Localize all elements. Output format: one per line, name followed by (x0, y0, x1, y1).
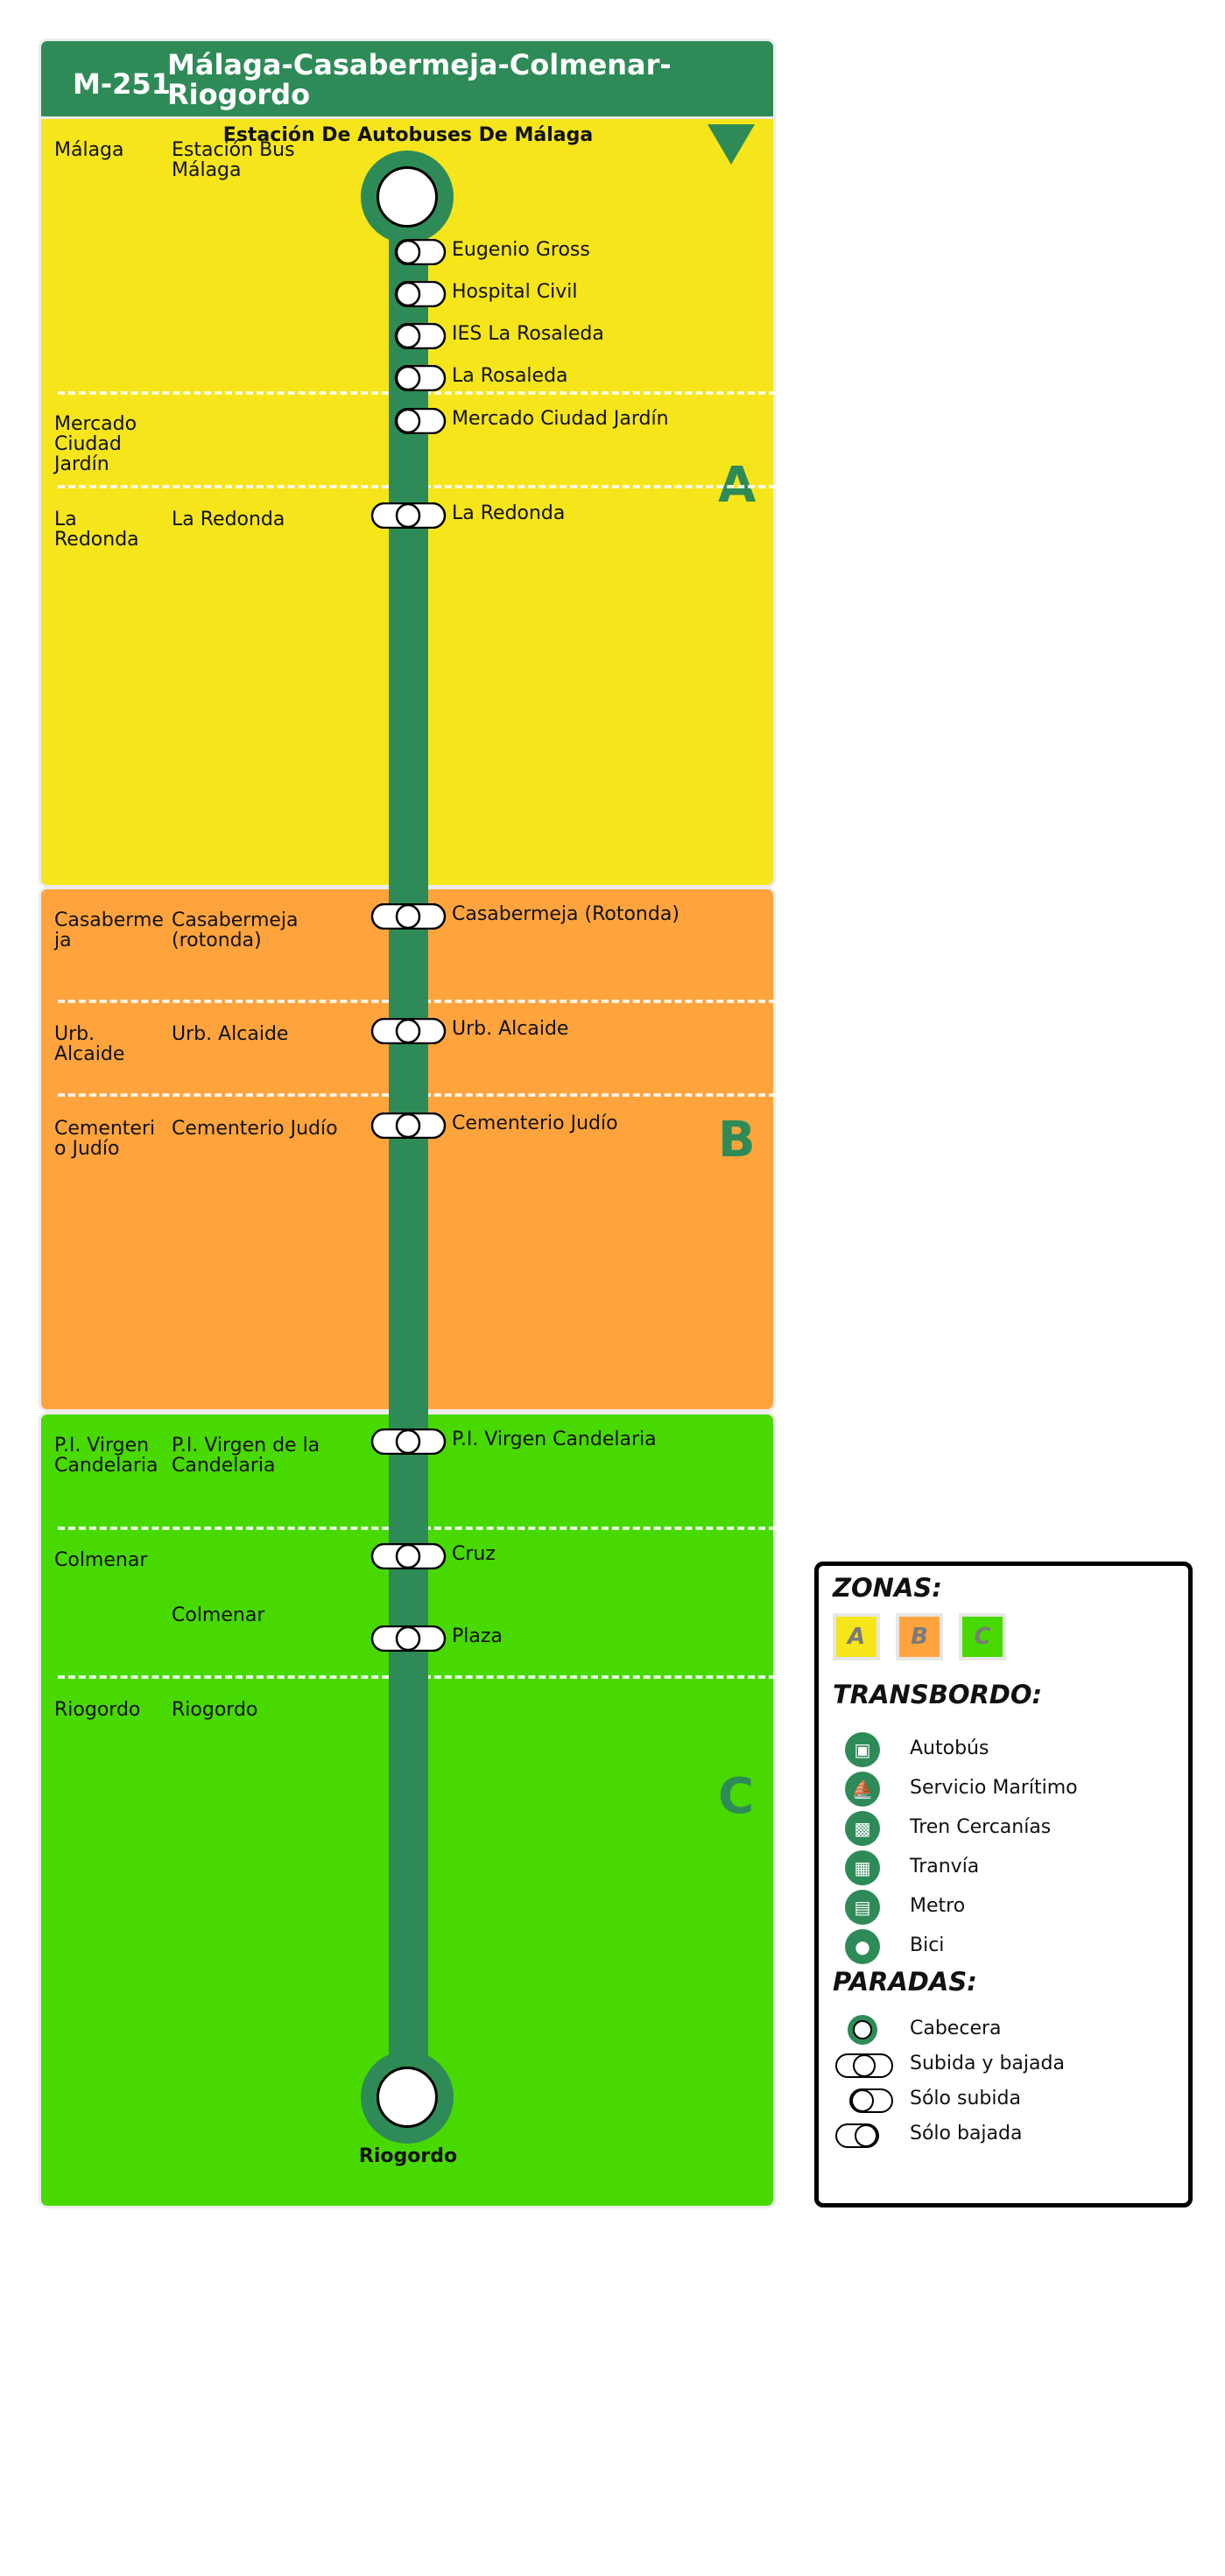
bike-icon: ● (845, 1929, 880, 1964)
destination-label: Riogordo (358, 2145, 458, 2167)
municipality-label: Málaga (54, 139, 124, 161)
stop-boarding-alighting-icon (370, 1625, 447, 1652)
municipality-label: Casaberme ja (54, 909, 164, 951)
stop-boarding-alighting-icon (370, 903, 447, 930)
stop-name: Plaza (452, 1625, 503, 1647)
zone-letter-c: C (718, 1768, 755, 1825)
legend-label: Subida y bajada (910, 2053, 1065, 2074)
terminal-stop-icon (848, 2015, 877, 2045)
metro-icon: ▤ (845, 1890, 880, 1925)
origin-label: Estación De Autobuses De Málaga (222, 124, 594, 146)
stop-name: Cruz (452, 1543, 496, 1565)
legend-label: Tranvía (910, 1856, 980, 1878)
stop-name: IES La Rosaleda (452, 323, 604, 345)
legend-label: Metro (910, 1895, 966, 1917)
stop-name: Cementerio Judío (452, 1113, 618, 1134)
destination-terminal-icon (361, 2051, 454, 2144)
route-line (389, 196, 428, 2097)
municipality-label: Mercado Ciudad Jardín (54, 413, 137, 475)
legend-label: Sólo bajada (910, 2123, 1023, 2144)
stop-boarding-alighting-icon (370, 1113, 447, 1139)
locality-label: Urb. Alcaide (172, 1023, 289, 1045)
stop-only-boarding-icon (394, 408, 447, 434)
legend-stop-type: Sólo subida (819, 2082, 1186, 2117)
municipality-label: Cementeri o Judío (54, 1118, 156, 1160)
direction-arrow-icon (708, 124, 755, 165)
stop-only-boarding-icon (394, 365, 447, 391)
route-header: M-251 Málaga-Casabermeja-Colmenar-Riogor… (39, 39, 776, 119)
stop-name: Casabermeja (Rotonda) (452, 903, 679, 925)
ferry-icon: ⛵ (845, 1772, 880, 1807)
only-alighting-icon (835, 2123, 879, 2148)
legend-stops-title: PARADAS: (833, 1967, 977, 1997)
stop-boarding-alighting-icon (370, 1428, 447, 1455)
route-code: M-251 (73, 67, 171, 101)
municipality-label: Urb. Alcaide (54, 1023, 125, 1065)
stop-name: La Redonda (452, 502, 566, 524)
municipality-label: Colmenar (54, 1549, 148, 1571)
locality-label: Colmenar (172, 1604, 265, 1626)
legend-label: Cabecera (910, 2018, 1002, 2039)
legend-box: ZONAS: A B C TRANSBORDO: ▣ Autobús ⛵ Ser… (814, 1562, 1193, 2207)
legend-transfer-item: ▩ Tren Cercanías (819, 1811, 1186, 1846)
locality-label: P.I. Virgen de la Candelaria (172, 1435, 320, 1477)
legend-transfer-item: ⛵ Servicio Marítimo (819, 1772, 1186, 1807)
stop-name: P.I. Virgen Candelaria (452, 1428, 657, 1450)
stop-boarding-alighting-icon (370, 502, 447, 529)
legend-label: Sólo subida (910, 2088, 1021, 2109)
stop-name: Urb. Alcaide (452, 1018, 569, 1040)
legend-label: Servicio Marítimo (910, 1777, 1078, 1799)
legend-transfer-title: TRANSBORDO: (833, 1680, 1043, 1709)
stop-only-boarding-icon (394, 239, 447, 265)
train-icon: ▩ (845, 1811, 880, 1846)
bus-icon: ▣ (845, 1732, 880, 1767)
legend-label: Tren Cercanías (910, 1816, 1052, 1838)
stop-only-boarding-icon (394, 281, 447, 307)
legend-transfer-item: ● Bici (819, 1929, 1186, 1964)
locality-label: Estación Bus Málaga (172, 139, 295, 181)
locality-label: Cementerio Judío (172, 1118, 338, 1140)
municipality-label: Riogordo (54, 1699, 141, 1721)
municipality-label: La Redonda (54, 509, 139, 551)
stop-name: Mercado Ciudad Jardín (452, 408, 669, 430)
locality-label: Casabermeja (rotonda) (172, 909, 299, 951)
stop-boarding-alighting-icon (370, 1543, 447, 1569)
zone-swatch-b: B (896, 1613, 943, 1660)
legend-stop-type: Subida y bajada (819, 2047, 1186, 2082)
legend-transfer-item: ▤ Metro (819, 1890, 1186, 1925)
zone-swatch-a: A (833, 1613, 880, 1660)
locality-label: Riogordo (172, 1699, 258, 1721)
tram-icon: ▦ (845, 1850, 880, 1885)
legend-transfer-item: ▣ Autobús (819, 1732, 1186, 1767)
route-name: Málaga-Casabermeja-Colmenar-Riogordo (167, 48, 672, 111)
origin-terminal-icon (361, 151, 454, 243)
boarding-alighting-icon (835, 2053, 893, 2078)
legend-stop-type: Cabecera (819, 2012, 1186, 2047)
zone-letter-b: B (718, 1112, 756, 1169)
municipality-label: P.I. Virgen Candelaria (54, 1435, 158, 1477)
stop-name: Eugenio Gross (452, 239, 590, 261)
stop-name: La Rosaleda (452, 365, 568, 387)
locality-label: La Redonda (172, 509, 285, 530)
legend-zones-title: ZONAS: (833, 1573, 942, 1603)
legend-label: Bici (910, 1934, 945, 1956)
legend-stop-type: Sólo bajada (819, 2117, 1186, 2152)
stop-boarding-alighting-icon (370, 1018, 447, 1044)
zone-swatch-c: C (959, 1613, 1006, 1660)
only-boarding-icon (849, 2088, 893, 2113)
legend-transfer-item: ▦ Tranvía (819, 1850, 1186, 1885)
legend-label: Autobús (910, 1737, 989, 1759)
stop-only-boarding-icon (394, 323, 447, 349)
stop-name: Hospital Civil (452, 281, 578, 303)
